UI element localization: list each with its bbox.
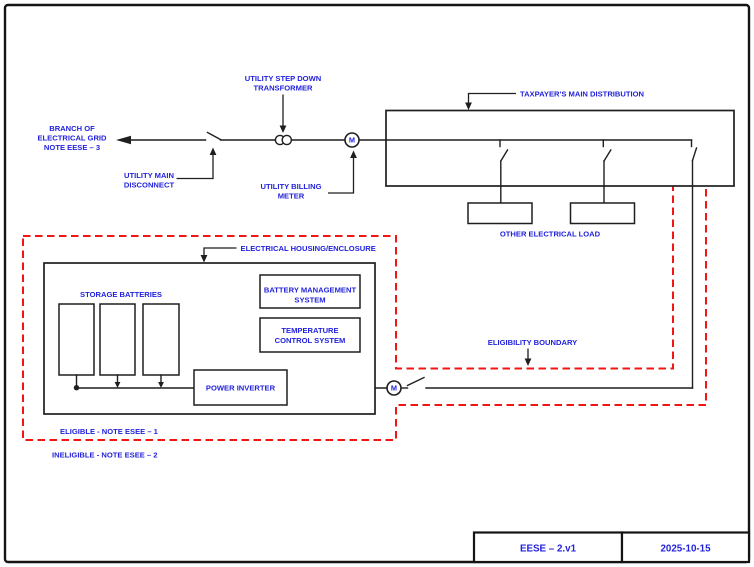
branch-of-grid-label: ELECTRICAL GRID	[37, 134, 107, 143]
storage-batteries-label: STORAGE BATTERIES	[80, 290, 162, 299]
ineligible-note-label: INELIGIBLE - NOTE ESEE – 2	[52, 451, 158, 460]
battery-2	[99, 303, 136, 376]
meter-letter: M	[349, 136, 355, 145]
document-date: 2025-10-15	[660, 544, 711, 555]
temperature-control-box	[259, 317, 361, 353]
other-load-label: OTHER ELECTRICAL LOAD	[500, 230, 601, 239]
battery-arrow-icon	[114, 382, 121, 388]
callout-main-disconnect	[176, 147, 217, 180]
branch-of-grid-label: BRANCH OF	[49, 124, 95, 133]
storage-branch-wire	[400, 139, 698, 389]
other-load-box-2	[569, 202, 636, 225]
diagram-labels: BRANCH OF ELECTRICAL GRID NOTE EESE – 3 …	[37, 74, 644, 460]
callout-housing	[200, 247, 237, 263]
power-inverter-label: POWER INVERTER	[206, 384, 276, 393]
callout-taxpayer-distribution	[465, 92, 516, 110]
step-down-label: TRANSFORMER	[253, 84, 313, 93]
down-arrow-icon	[279, 125, 287, 133]
meter-circle-icon	[344, 132, 360, 148]
main-disconnect-label: DISCONNECT	[124, 181, 175, 190]
main-disconnect-label: UTILITY MAIN	[124, 171, 174, 180]
load-branch-2	[569, 139, 636, 225]
storage-disconnect-switch	[406, 376, 425, 387]
callout-eligibility-boundary	[524, 348, 532, 366]
battery-1	[58, 303, 95, 376]
utility-main-disconnect-switch	[206, 131, 222, 141]
bms-label: SYSTEM	[294, 296, 325, 305]
up-arrow-icon	[350, 150, 357, 158]
title-block-date-cell	[620, 531, 751, 564]
up-arrow-icon	[209, 147, 217, 155]
power-inverter-box	[193, 369, 288, 406]
utility-feed-wire	[116, 131, 346, 146]
callout-step-down-transformer	[279, 94, 287, 133]
storage-meter-symbol: M	[386, 380, 402, 396]
step-down-transformer-icon	[281, 134, 293, 146]
branch-switch-1	[499, 149, 509, 162]
meter-letter: M	[391, 384, 397, 393]
battery-arrow-icon	[158, 382, 164, 388]
title-block: EESE – 2.v1 2025-10-15	[472, 531, 751, 564]
page-border	[3, 3, 751, 564]
storage-batteries-group	[58, 303, 195, 391]
other-load-box-1	[467, 202, 533, 225]
down-arrow-icon	[524, 358, 532, 366]
taxpayers-main-distribution-panel	[385, 109, 735, 187]
bms-label: BATTERY MANAGEMENT	[264, 286, 357, 295]
storage-branch-switch	[691, 147, 698, 162]
battery-management-box	[259, 274, 361, 309]
branch-of-grid-label: NOTE EESE – 3	[44, 143, 100, 152]
callout-billing-meter	[328, 150, 357, 194]
eligibility-boundary-dashed	[22, 127, 707, 441]
billing-meter-label: UTILITY BILLING	[260, 182, 321, 191]
billing-meter-label: METER	[278, 192, 305, 201]
utility-billing-meter-symbol: M	[344, 132, 360, 148]
temperature-control-label: TEMPERATURE	[281, 326, 338, 335]
temperature-control-label: CONTROL SYSTEM	[275, 336, 346, 345]
battery-3	[142, 303, 180, 376]
grid-direction-arrow-icon	[116, 135, 131, 145]
down-arrow-icon	[465, 102, 472, 110]
housing-label: ELECTRICAL HOUSING/ENCLOSURE	[241, 244, 376, 253]
step-down-label: UTILITY STEP DOWN	[245, 74, 322, 83]
load-branch-1	[467, 139, 533, 225]
down-arrow-icon	[200, 255, 208, 263]
eligible-note-label: ELIGIBLE - NOTE ESEE – 1	[60, 427, 159, 436]
taxpayer-distribution-label: TAXPAYER'S MAIN DISTRIBUTION	[520, 90, 644, 99]
branch-switch-2	[603, 149, 612, 162]
eligibility-boundary-label: ELIGIBILITY BOUNDARY	[488, 338, 577, 347]
document-id: EESE – 2.v1	[520, 544, 577, 555]
